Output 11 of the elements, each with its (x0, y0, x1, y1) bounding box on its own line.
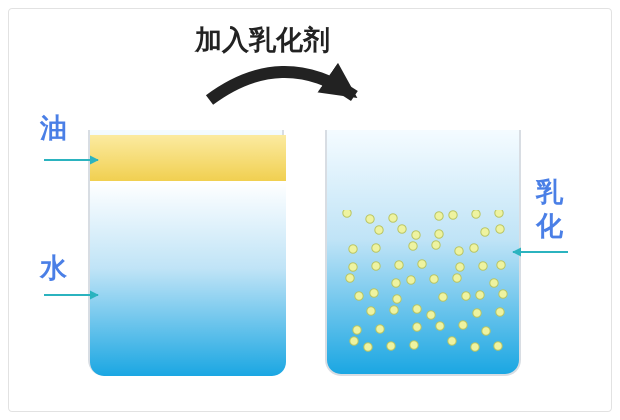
beaker (325, 130, 521, 376)
leader-arrow (512, 248, 568, 256)
leader-arrow (44, 156, 99, 164)
curved-arrow (206, 64, 358, 105)
water-layer (90, 181, 286, 376)
callout-label: 乳化 (536, 176, 572, 258)
oil-layer (90, 135, 286, 181)
callout-label: 油 (40, 112, 74, 166)
beaker (88, 130, 284, 376)
leader-arrow (44, 290, 99, 300)
callout-label: 水 (40, 252, 74, 302)
